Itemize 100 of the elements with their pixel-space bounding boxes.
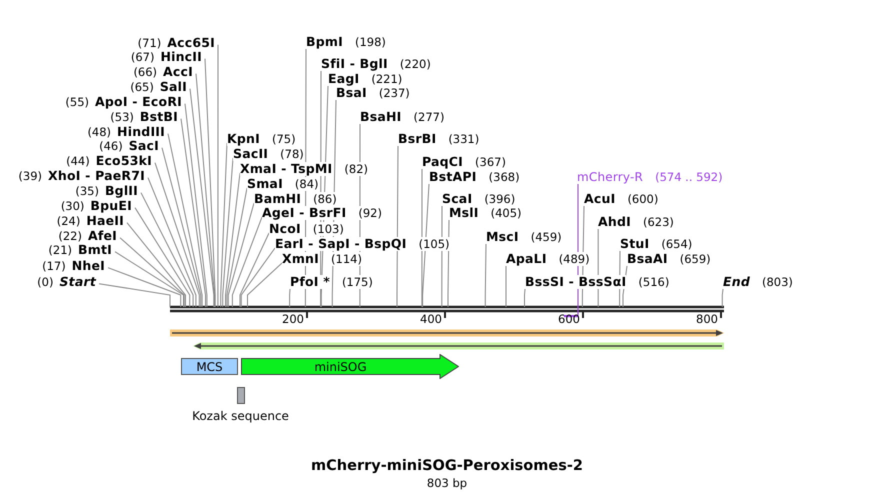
site-position: (105) [418, 237, 450, 251]
leader-line [524, 288, 526, 308]
site-position: (21) [48, 243, 72, 257]
site-position: (220) [400, 57, 431, 71]
leader-line [484, 244, 486, 308]
enzyme-name: NcoI [269, 222, 301, 236]
map-title: mCherry-miniSOG-Peroxisomes-2 [311, 458, 583, 474]
site-position: (53) [110, 110, 134, 124]
enzyme-name: BpmI [306, 35, 343, 49]
enzyme-name: AccI [163, 65, 193, 79]
enzyme-name: ScaI [442, 192, 472, 206]
site-position: (92) [358, 206, 382, 220]
leader-line [220, 142, 228, 308]
leader-line [240, 248, 276, 308]
enzyme-name: Eco53kI [96, 154, 152, 168]
feature-label: MCS [196, 360, 223, 374]
leader-line [240, 232, 270, 308]
leader-line [422, 184, 430, 308]
leader-line [98, 283, 170, 308]
enzyme-name: SmaI [247, 177, 283, 191]
site-position: (35) [75, 184, 99, 198]
site-position: (48) [87, 125, 112, 139]
leader-line [217, 44, 218, 308]
feature-marker [237, 387, 245, 404]
leader-line [232, 216, 262, 308]
reading-frame-marker [170, 330, 724, 336]
leader-line [196, 73, 215, 308]
enzyme-name: MslI [449, 206, 479, 220]
site-position: (75) [272, 132, 296, 146]
site-position: (659) [680, 252, 711, 266]
sequence-end-label: End [723, 275, 750, 289]
primer-range: (574 .. 592) [655, 170, 723, 184]
site-position: (600) [627, 192, 658, 206]
leader-line [108, 267, 182, 308]
site-position: (44) [66, 154, 90, 168]
enzyme-name: NheI [72, 259, 105, 273]
site-position: (78) [280, 147, 304, 161]
leader-line [114, 251, 184, 308]
site-position: (367) [475, 155, 506, 169]
leader-line [120, 237, 185, 308]
leader-line [126, 222, 186, 308]
site-position: (237) [378, 86, 410, 100]
enzyme-name: ApoI - EcoRI [95, 95, 182, 109]
feature-label: Kozak sequence [192, 409, 289, 423]
enzyme-name: AgeI - BsrFI [262, 206, 346, 220]
site-position: (198) [354, 35, 386, 49]
leader-line [396, 146, 398, 308]
site-position: (71) [138, 36, 162, 50]
site-position: (55) [65, 95, 90, 109]
enzyme-name: SalI [160, 80, 187, 94]
site-position: (39) [18, 169, 42, 183]
enzyme-name: XmnI [282, 252, 320, 266]
leader-line [154, 162, 200, 308]
site-position: (803) [762, 275, 793, 289]
enzyme-name: StuI [620, 237, 650, 251]
site-position: (17) [42, 259, 66, 273]
reading-frame-marker [193, 342, 724, 350]
leader-line [140, 192, 194, 308]
leader-line [168, 133, 203, 308]
ruler-label: 400 [420, 313, 442, 326]
enzyme-name: HindIII [117, 125, 165, 139]
enzyme-name: SfiI - BglI [321, 57, 388, 71]
enzyme-name: BstAPI [429, 170, 477, 184]
enzyme-name: EarI - SapI - BspQI [275, 237, 407, 251]
site-position: (67) [130, 50, 154, 64]
site-position: (86) [313, 192, 337, 206]
leader-line [134, 207, 190, 308]
leader-line [184, 103, 208, 308]
site-position: (368) [488, 170, 520, 184]
ruler-label: 800 [696, 313, 718, 326]
leader-line [162, 147, 202, 308]
feature-label: miniSOG [314, 360, 367, 374]
sequence-length: 803 bp [426, 476, 468, 490]
ruler-label: 200 [282, 313, 304, 326]
leader-line [247, 262, 282, 308]
enzyme-name: PaqCI [422, 155, 464, 169]
site-position: (396) [484, 192, 516, 206]
enzyme-name: SacI [128, 139, 159, 153]
leader-line [190, 88, 214, 308]
site-position: (221) [371, 72, 402, 86]
primer-name: mCherry-R [577, 170, 644, 184]
enzyme-name: BamHI [254, 192, 302, 206]
site-position: (459) [530, 230, 562, 244]
site-position: (654) [661, 237, 692, 251]
enzyme-name: BsaI [336, 86, 367, 100]
enzyme-name: BsaAI [627, 252, 668, 266]
enzyme-name: BsaHI [360, 110, 402, 124]
enzyme-name: XmaI - TspMI [240, 162, 332, 176]
enzyme-name: AfeI [88, 229, 117, 243]
enzyme-name: HincII [160, 50, 202, 64]
site-position: (277) [414, 110, 444, 124]
site-position: (489) [558, 252, 590, 266]
enzyme-name: XhoI - PaeR7I [48, 169, 145, 183]
enzyme-name: SacII [233, 147, 268, 161]
site-position: (22) [58, 229, 82, 243]
sequence-backbone [170, 306, 724, 312]
sequence-end-label: Start [59, 275, 96, 289]
enzyme-name: AcuI [584, 192, 616, 206]
leader-line [421, 168, 422, 308]
site-position: (24) [56, 214, 80, 228]
